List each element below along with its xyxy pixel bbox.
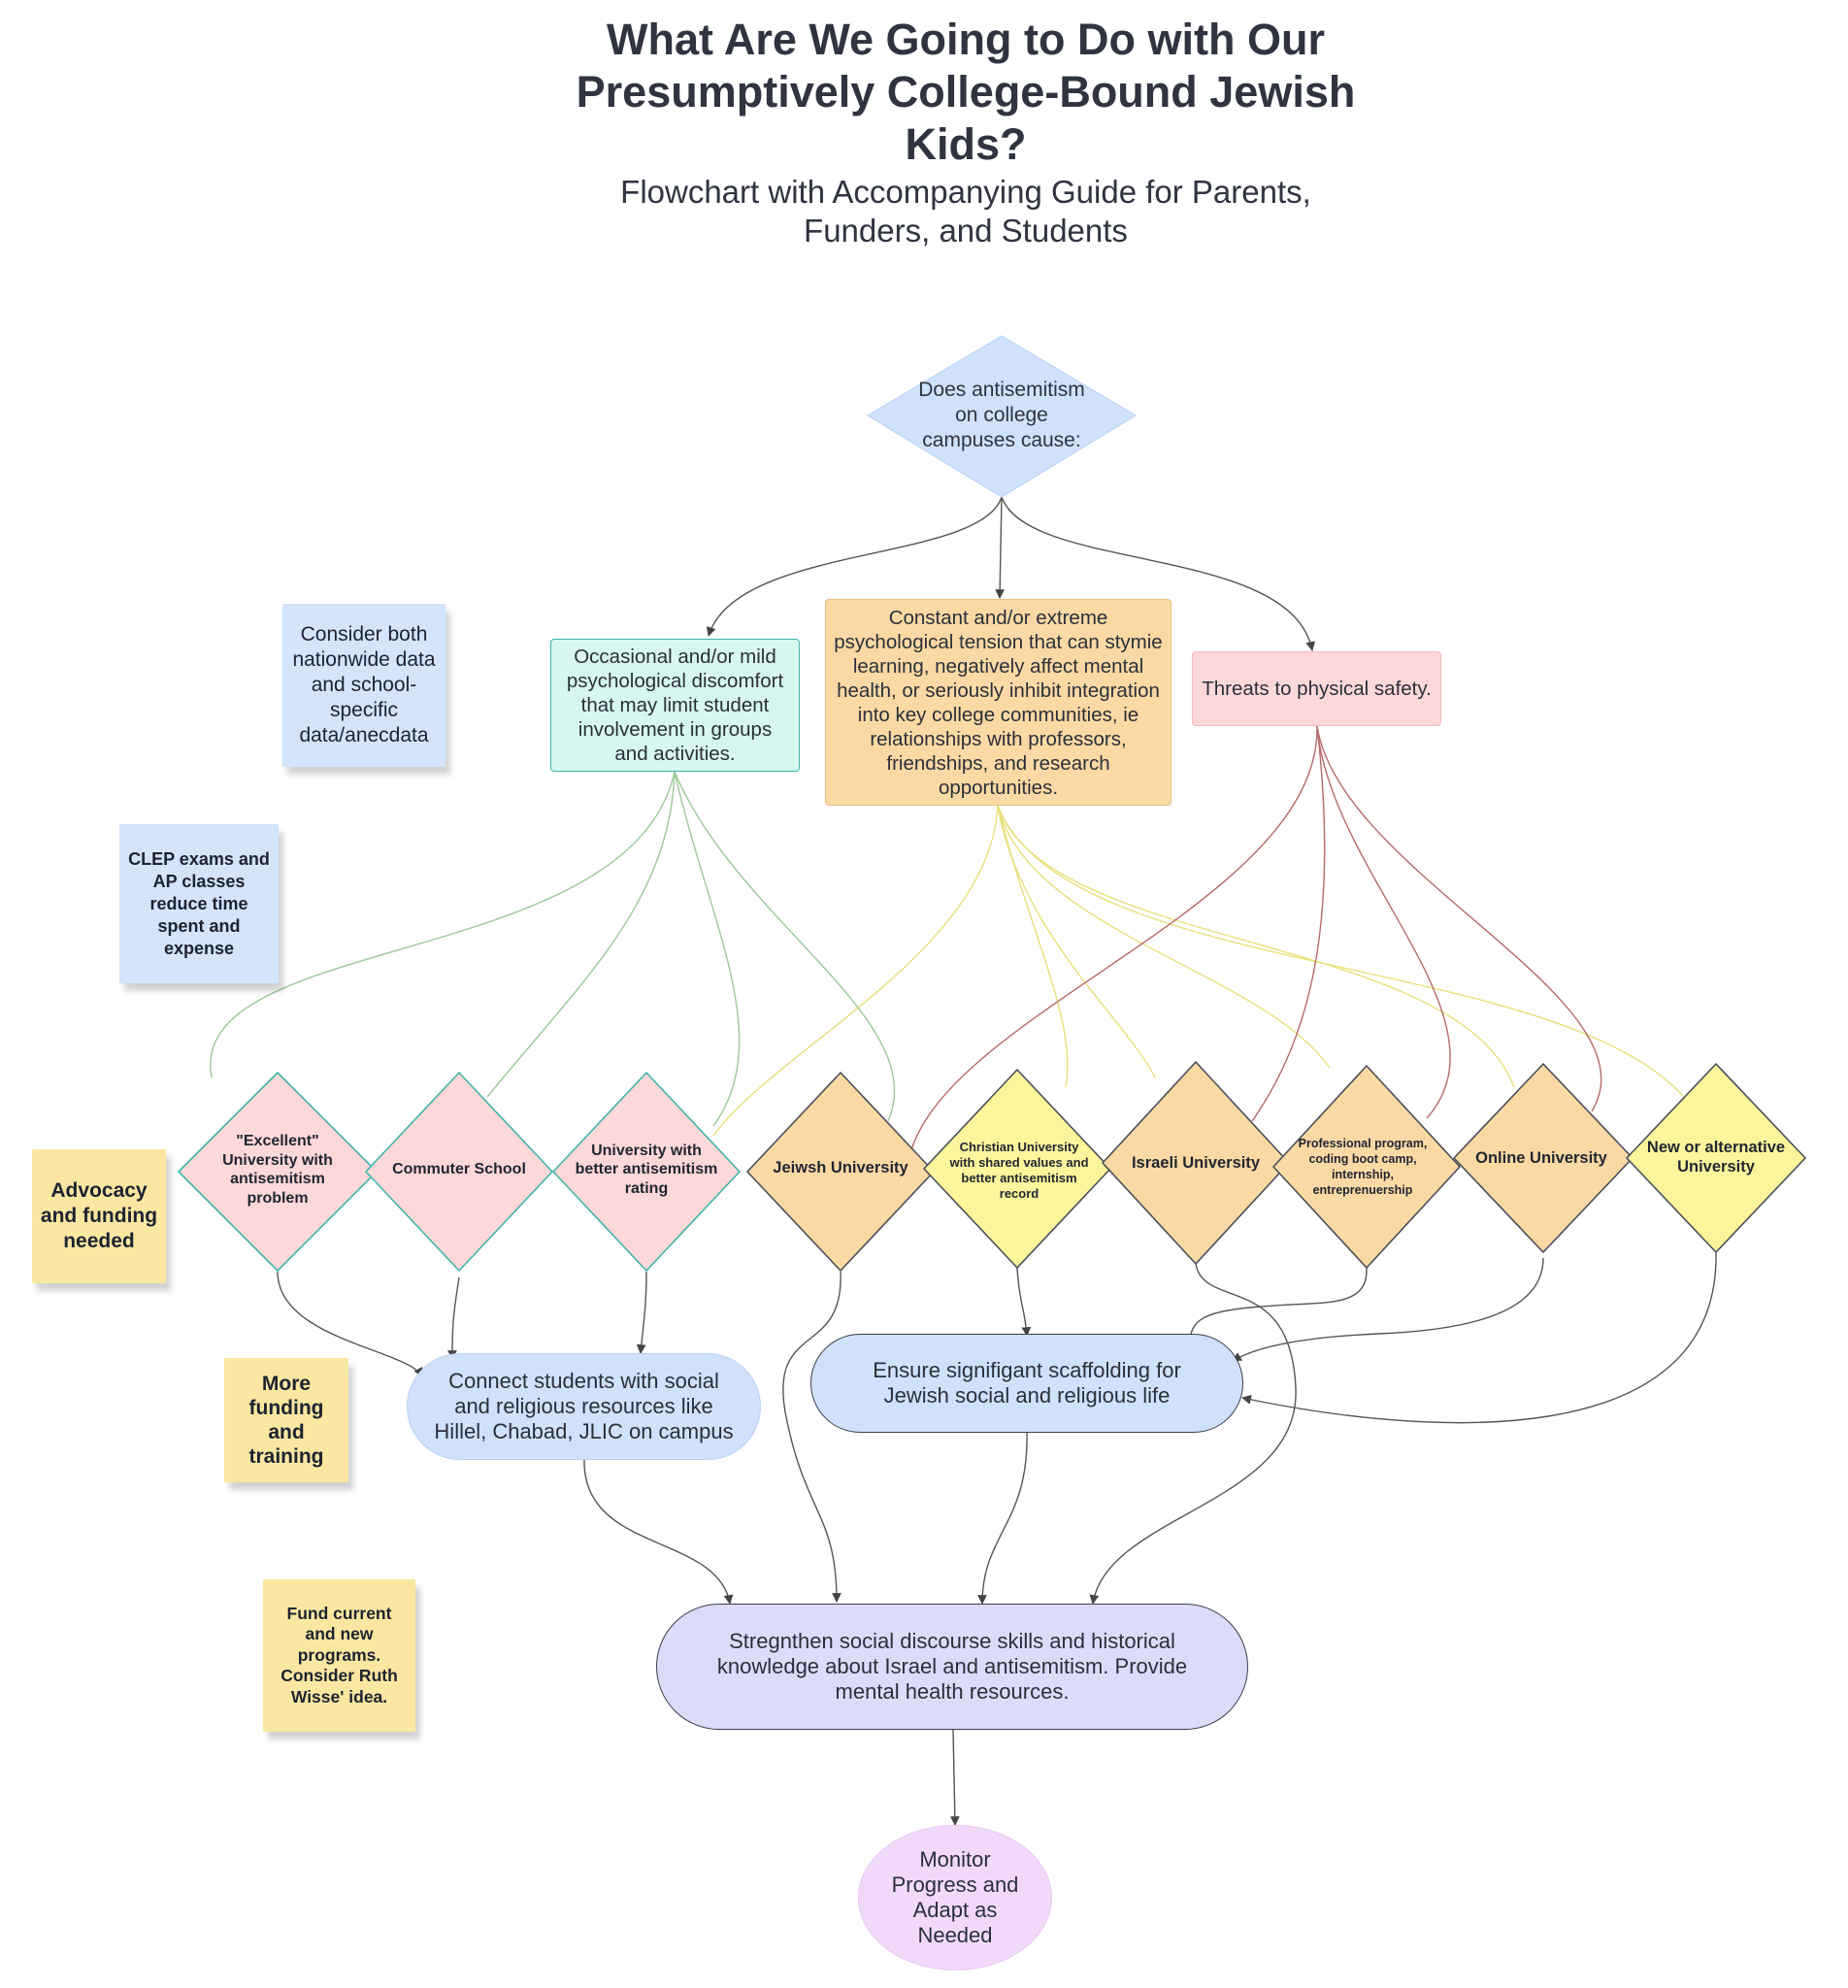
title-line-2: Presumptively College-Bound Jewish: [576, 67, 1356, 116]
connector-extreme-alternative: [997, 805, 1685, 1098]
start-decision-diamond: [867, 335, 1137, 498]
connector-strengthen-monitor: [949, 1729, 960, 1826]
extreme-tension-box: Constant and/or extreme psychological te…: [825, 599, 1172, 806]
diamond-label-christian-university: Christian University with shared values …: [949, 1140, 1089, 1201]
diamond-label-professional-program: Professional program, coding boot camp, …: [1298, 1137, 1428, 1197]
diamond-label-online-university: Online University: [1475, 1148, 1607, 1167]
connector-group: [210, 496, 1717, 1826]
diamond-professional-program: [1272, 1065, 1461, 1269]
mild-discomfort-box: Occasional and/or mild psychological dis…: [550, 639, 800, 772]
diamond-label-commuter-school: Commuter School: [392, 1161, 526, 1178]
subtitle-line-1: Flowchart with Accompanying Guide for Pa…: [620, 174, 1311, 210]
connector-extreme-better: [712, 805, 999, 1137]
scaffolding-node: Ensure signifigant scaffolding for Jewis…: [810, 1334, 1243, 1433]
connector-start-mild: [707, 496, 1003, 637]
title-line-1: What Are We Going to Do with Our: [607, 15, 1325, 64]
page-title: What Are We Going to Do with Our Presump…: [0, 14, 1848, 171]
connector-online-scaffold: [1232, 1257, 1544, 1362]
diamond-israeli-university: [1102, 1061, 1290, 1265]
diamond-label-excellent-university: "Excellent" University with antisemitism…: [222, 1133, 333, 1207]
subtitle-line-2: Funders, and Students: [804, 213, 1128, 248]
diamond-label-israeli-university: Israeli University: [1131, 1153, 1261, 1172]
physical-threats-box: Threats to physical safety.: [1192, 651, 1441, 726]
connector-mild-better: [674, 771, 741, 1127]
school-options-diamonds: [178, 1061, 1806, 1272]
connector-jewish-strengthen: [782, 1271, 842, 1603]
note-consider-data: Consider both nationwide data and school…: [282, 604, 446, 767]
start-decision-label: Does antisemitism on college campuses ca…: [918, 379, 1085, 451]
connector-threats-israeli: [1251, 725, 1326, 1122]
connect-resources-node: Connect students with social and religio…: [407, 1353, 761, 1460]
connector-better-connect: [636, 1271, 647, 1354]
connector-mild-excellent: [210, 771, 676, 1078]
diamond-jewish-university: [746, 1072, 935, 1272]
connector-professional-scaffold: [1185, 1267, 1368, 1344]
diamond-christian-university: [923, 1069, 1111, 1269]
connector-extreme-professional: [997, 805, 1331, 1069]
note-advocacy-funding: Advocacy and funding needed: [32, 1149, 166, 1283]
diamond-commuter-school: [365, 1072, 553, 1272]
note-more-funding: More funding and training: [224, 1358, 348, 1482]
connector-scaffold-strengthen: [977, 1432, 1028, 1605]
connector-start-extreme: [995, 496, 1006, 599]
connector-israeli-strengthen: [1089, 1263, 1297, 1605]
diamond-better-rating-university: [552, 1072, 741, 1272]
diamond-label-better-rating-university: University with better antisemitism rati…: [575, 1142, 718, 1197]
page-subtitle: Flowchart with Accompanying Guide for Pa…: [0, 173, 1848, 250]
connector-threats-jewish: [909, 725, 1318, 1154]
connector-mild-jewish: [674, 771, 896, 1122]
note-clep-exams: CLEP exams and AP classes reduce time sp…: [119, 824, 279, 983]
diamond-label-alternative-university: New or alternative University: [1646, 1139, 1786, 1176]
connector-alternative-scaffold: [1241, 1251, 1717, 1424]
connector-commuter-connect: [447, 1276, 460, 1360]
diamond-excellent-university: [178, 1072, 378, 1272]
diamond-label-jewish-university: Jeiwsh University: [773, 1159, 908, 1176]
connector-excellent-connect: [277, 1271, 423, 1377]
diamond-alternative-university: [1626, 1063, 1806, 1253]
connector-start-threats: [1001, 496, 1316, 651]
monitor-progress-node: Monitor Progress and Adapt as Needed: [858, 1825, 1052, 1971]
connector-threats-online: [1316, 725, 1602, 1112]
diamond-online-university: [1453, 1063, 1634, 1253]
note-fund-current: Fund current and new programs. Consider …: [263, 1579, 415, 1732]
strengthen-skills-node: Stregnthen social discourse skills and h…: [656, 1604, 1248, 1730]
connector-mild-commuter: [486, 771, 676, 1098]
connector-extreme-online: [997, 805, 1515, 1088]
connector-connect-strengthen: [583, 1459, 734, 1605]
connector-christian-scaffold: [1016, 1267, 1032, 1337]
connector-threats-professional: [1316, 725, 1451, 1119]
connector-extreme-israeli: [997, 805, 1156, 1078]
title-line-3: Kids?: [905, 119, 1027, 169]
